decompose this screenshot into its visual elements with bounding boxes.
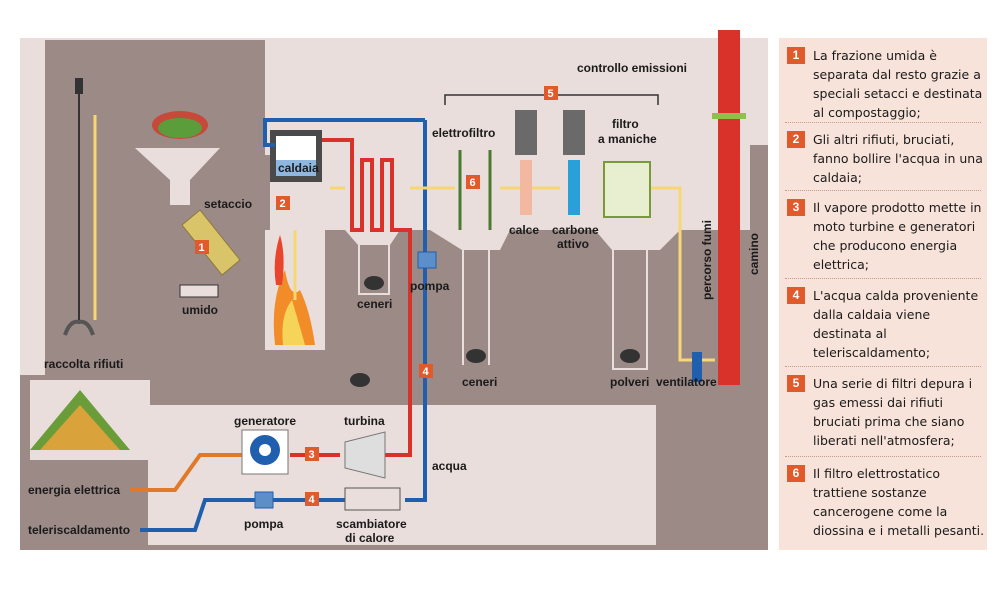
legend-number: 4 [787, 287, 805, 304]
chimney [692, 30, 746, 385]
sieve-icon [181, 209, 241, 276]
label-percorso-fumi: percorso fumi [700, 220, 714, 300]
badge-5: 5 [544, 86, 558, 100]
label-pompa-2: pompa [244, 517, 284, 531]
legend-number: 3 [787, 199, 805, 216]
svg-text:2: 2 [280, 198, 286, 210]
svg-text:5: 5 [548, 88, 554, 100]
boiler [270, 130, 322, 182]
label-ceneri-2: ceneri [462, 375, 497, 389]
badge-1: 1 [195, 240, 209, 254]
label-raccolta-rifiuti: raccolta rifiuti [44, 357, 123, 371]
label-elettrofiltro: elettrofiltro [432, 126, 495, 140]
svg-text:4: 4 [309, 494, 316, 506]
label-pompa-1: pompa [410, 279, 450, 293]
badge-3: 3 [305, 447, 319, 461]
badge-6: 6 [466, 175, 480, 189]
legend-item-2: 2 Gli altri rifiuti, bruciati, fanno bol… [785, 128, 983, 191]
heat-exchanger-icon [344, 487, 401, 511]
label-umido: umido [182, 303, 218, 317]
bag-filter [603, 161, 651, 218]
label-caldaia: caldaia [278, 161, 319, 175]
label-ventilatore: ventilatore [656, 375, 717, 389]
label-carbone-1: carbone [552, 223, 599, 237]
waste-pile [30, 390, 130, 450]
label-filtro-1: filtro [612, 117, 639, 131]
energy-line [130, 453, 265, 492]
legend-text: L'acqua calda proveniente dalla caldaia … [813, 288, 979, 360]
legend-number: 6 [787, 465, 805, 482]
pump-icon-upper [417, 251, 437, 269]
label-filtro-2: a maniche [598, 132, 657, 146]
generator-icon [241, 429, 289, 475]
label-turbina: turbina [344, 414, 385, 428]
label-acqua: acqua [432, 459, 467, 473]
legend-number: 1 [787, 47, 805, 64]
legend-item-5: 5 Una serie di filtri depura i gas emess… [785, 372, 981, 457]
electrostatic-filter [458, 150, 492, 230]
svg-text:3: 3 [309, 449, 315, 461]
label-generatore: generatore [234, 414, 296, 428]
label-carbone-2: attivo [557, 237, 589, 251]
label-polveri: polveri [610, 375, 649, 389]
label-teleriscaldamento: teleriscaldamento [28, 523, 130, 537]
legend-text: Una serie di filtri depura i gas emessi … [813, 376, 973, 448]
legend-item-1: 1 La frazione umida è separata dal resto… [785, 44, 982, 123]
label-calce: calce [509, 223, 539, 237]
reagent-tanks [515, 110, 585, 215]
badge-2: 2 [276, 196, 290, 210]
label-ceneri-1: ceneri [357, 297, 392, 311]
ash-hoppers [345, 230, 680, 387]
label-controllo-emissioni: controllo emissioni [577, 61, 687, 75]
legend-item-4: 4 L'acqua calda proveniente dalla caldai… [785, 284, 981, 367]
legend-text: Gli altri rifiuti, bruciati, fanno bolli… [813, 132, 983, 185]
legend-item-3: 3 Il vapore prodotto mette in moto turbi… [785, 196, 981, 279]
legend-text: La frazione umida è separata dal resto g… [813, 48, 983, 120]
legend-number: 2 [787, 131, 805, 148]
label-camino: camino [747, 233, 761, 275]
turbine-icon [344, 431, 386, 479]
legend-text: Il filtro elettrostatico trattiene sosta… [813, 466, 985, 538]
label-scambiatore-1: scambiatore [336, 517, 407, 531]
label-energia-elettrica: energia elettrica [28, 483, 120, 497]
legend-panel: 1 La frazione umida è separata dal resto… [779, 38, 987, 550]
label-setaccio: setaccio [204, 197, 252, 211]
legend-number: 5 [787, 375, 805, 392]
incinerator-diagram: controllo emissioni elettrofiltro filtro… [20, 30, 768, 550]
building [20, 38, 768, 550]
umido-bin [179, 284, 219, 298]
svg-text:4: 4 [423, 366, 430, 378]
water-pipes [140, 118, 427, 532]
badge-4-upper: 4 [419, 364, 433, 378]
svg-text:6: 6 [470, 177, 476, 189]
legend-item-6: 6 Il filtro elettrostatico trattiene sos… [785, 462, 984, 546]
badge-4-lower: 4 [305, 492, 319, 506]
svg-text:1: 1 [199, 242, 205, 254]
waste-hopper [135, 111, 220, 205]
pump-icon-lower [254, 491, 274, 509]
grab-crane-icon [63, 78, 95, 336]
legend-text: Il vapore prodotto mette in moto turbine… [813, 200, 982, 272]
label-scambiatore-2: di calore [345, 531, 395, 545]
